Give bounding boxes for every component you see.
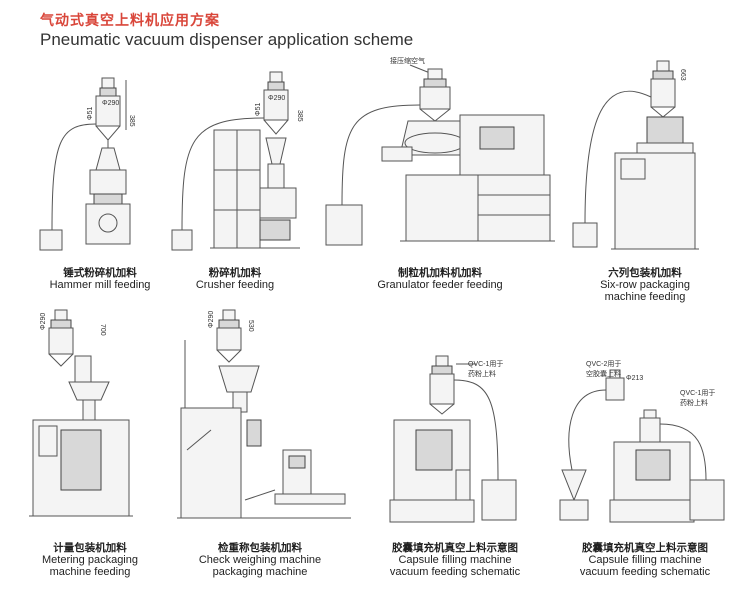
capsule-filling-drawing-2: Φ213 xyxy=(550,350,730,530)
dim-height: 530 xyxy=(247,320,254,332)
dim-height: 385 xyxy=(296,110,303,122)
dim-diameter: Φ290 xyxy=(102,100,119,107)
granulator-drawing: 接压缩空气 xyxy=(320,56,560,260)
six-row-diagram: 663 xyxy=(565,55,715,260)
capsule-filling-drawing-1 xyxy=(380,350,540,530)
hammer-mill-drawing: Φ290 385 Φ51 xyxy=(30,60,135,260)
capsule-filling-diagram-2: Φ213 xyxy=(550,350,730,530)
caption-granulator: 制粒机加料机加料 Granulator feeder feeding xyxy=(377,267,503,291)
dim-pipe: Φ51 xyxy=(255,103,262,116)
qvc1-note-2: QVC-1用于 药粉上料 xyxy=(680,390,716,407)
check-weighing-drawing: Φ290 530 xyxy=(175,300,355,530)
compressed-air-label: 接压缩空气 xyxy=(390,56,425,65)
metering-packaging-drawing: Φ290 700 xyxy=(25,300,145,530)
dim-pipe: Φ51 xyxy=(87,107,94,120)
caption-crusher: 粉碎机加料 Crusher feeding xyxy=(195,267,275,291)
six-row-drawing: 663 xyxy=(565,55,715,260)
check-weighing-diagram: Φ290 530 xyxy=(175,300,355,530)
caption-hammer-mill: 锤式粉碎机加料 Hammer mill feeding xyxy=(49,267,151,291)
caption-metering: 计量包装机加料 Metering packaging machine feedi… xyxy=(41,542,138,578)
qvc1-note: QVC-1用于 药粉上料 xyxy=(468,361,504,378)
crusher-diagram: Φ290 385 Φ51 xyxy=(170,60,320,260)
caption-check-weighing: 检重称包装机加料 Check weighing machine packagin… xyxy=(198,542,322,578)
caption-capsule-2: 胶囊填充机真空上料示意图 Capsule filling machine vac… xyxy=(579,542,711,578)
caption-capsule-1: 胶囊填充机真空上料示意图 Capsule filling machine vac… xyxy=(389,542,521,578)
capsule-filling-diagram-1 xyxy=(380,350,540,530)
dim-height: 700 xyxy=(99,324,106,336)
dim-height: 385 xyxy=(128,115,135,127)
metering-packaging-diagram: Φ290 700 xyxy=(25,300,145,530)
page-title-en: Pneumatic vacuum dispenser application s… xyxy=(40,30,414,49)
dim-diameter: Φ290 xyxy=(40,313,47,330)
caption-six-row: 六列包装机加料 Six-row packaging machine feedin… xyxy=(600,267,690,303)
dim-diameter: Φ213 xyxy=(626,375,643,382)
dim-height: 663 xyxy=(679,69,686,81)
dim-diameter: Φ290 xyxy=(268,95,285,102)
page-title-cn: 气动式真空上料机应用方案 xyxy=(40,12,220,28)
granulator-diagram: 接压缩空气 xyxy=(320,55,560,260)
crusher-drawing: Φ290 385 Φ51 xyxy=(170,60,303,260)
qvc2-note: QVC-2用于 空胶囊上料 xyxy=(586,361,622,378)
hammer-mill-diagram: Φ290 385 Φ51 xyxy=(30,60,170,260)
dim-diameter: Φ290 xyxy=(208,311,215,328)
